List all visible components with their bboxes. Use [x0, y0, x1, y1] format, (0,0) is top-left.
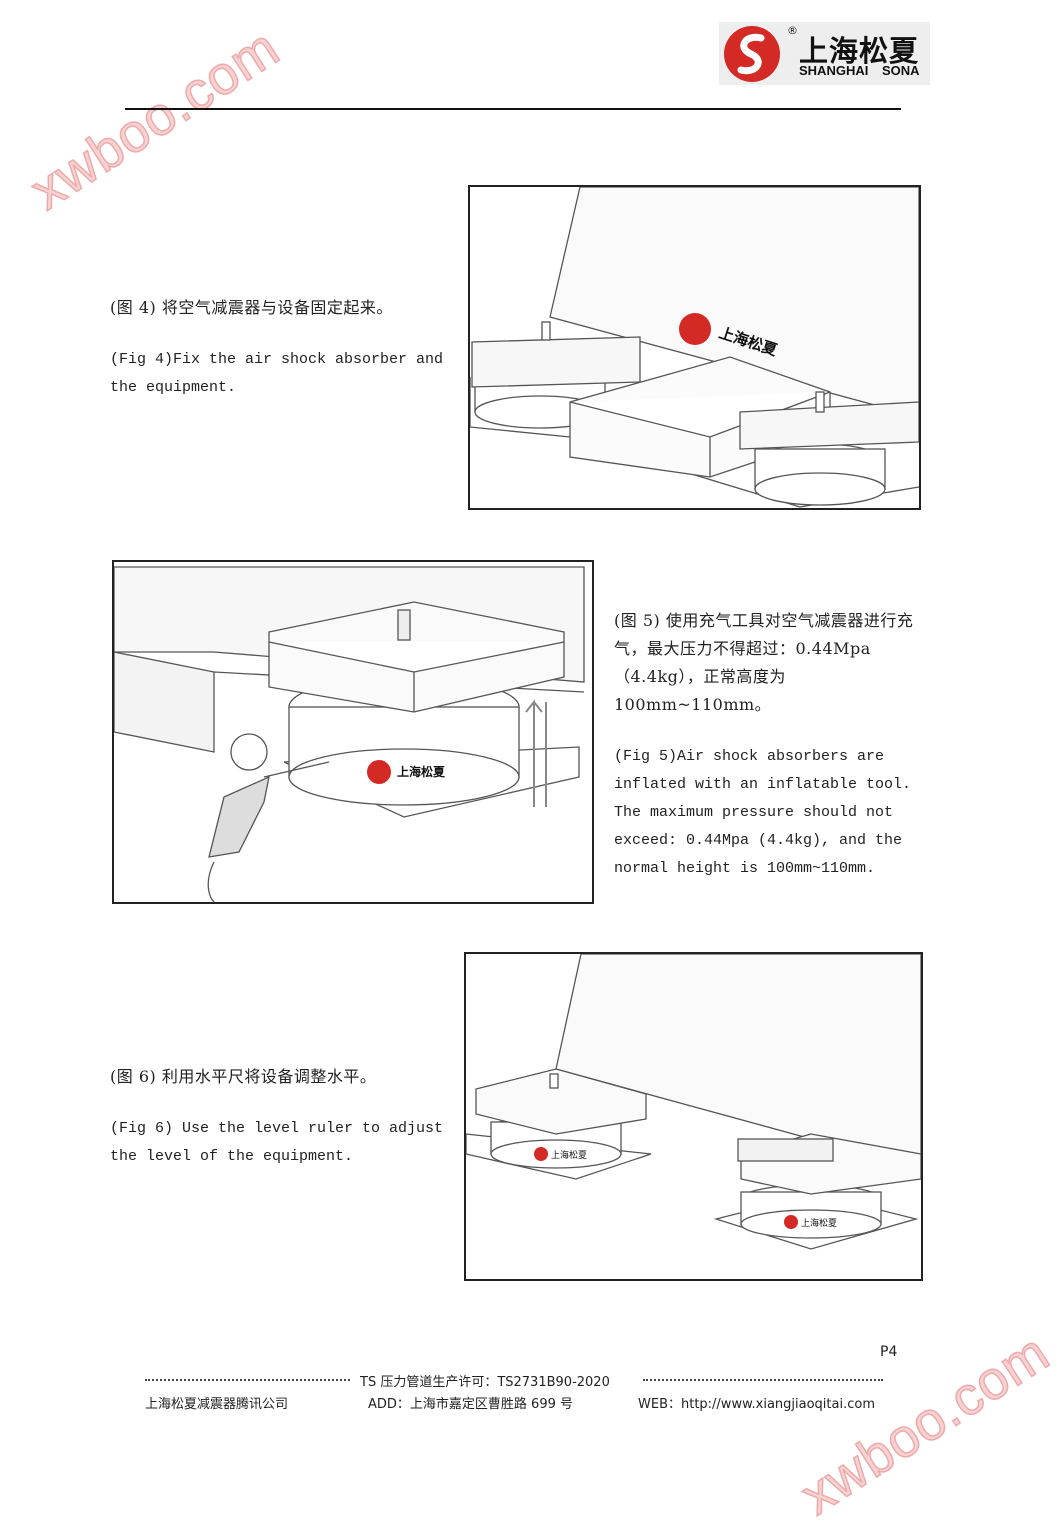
footer-company: 上海松夏减震器腾讯公司 [145, 1397, 289, 1412]
footer-license: TS 压力管道生产许可：TS2731B90-2020 [360, 1375, 610, 1390]
footer-dots-right [643, 1379, 883, 1381]
fig6-en: (Fig 6) Use the level ruler to adjust th… [110, 1120, 444, 1165]
fig4-en: (Fig 4)Fix the air shock absorber and th… [110, 351, 444, 396]
svg-text:上海松夏: 上海松夏 [397, 764, 446, 779]
logo-chinese: 上海松夏 [799, 34, 920, 68]
fig6-caption: (图 6) 利用水平尺将设备调整水平。 (Fig 6) Use the leve… [110, 1063, 450, 1195]
fig4-cn: (图 4) 将空气减震器与设备固定起来。 [110, 298, 393, 317]
logo-s-icon [724, 26, 780, 82]
fig6-illustration: 上海松夏 上海松夏 [464, 952, 923, 1281]
company-logo: ® 上海松夏 SHANGHAI SONA [719, 22, 930, 85]
fig5-cn: (图 5) 使用充气工具对空气减震器进行充气，最大压力不得超过：0.44Mpa … [614, 611, 914, 714]
footer-web[interactable]: WEB：http://www.xiangjiaoqitai.com [638, 1397, 875, 1412]
footer-dots-left [145, 1379, 350, 1381]
watermark-top: xwboo.com [20, 16, 291, 222]
watermark-bottom: xwboo.com [790, 1321, 1060, 1527]
fig5-en: (Fig 5)Air shock absorbers are inflated … [614, 748, 912, 877]
svg-text:上海松夏: 上海松夏 [551, 1149, 587, 1161]
fig6-cn: (图 6) 利用水平尺将设备调整水平。 [110, 1067, 377, 1086]
footer-address: ADD：上海市嘉定区曹胜路 699 号 [368, 1397, 573, 1412]
fig4-illustration: 上海松夏 [468, 185, 921, 510]
page-number: P4 [880, 1344, 898, 1360]
fig5-caption: (图 5) 使用充气工具对空气减震器进行充气，最大压力不得超过：0.44Mpa … [614, 607, 934, 907]
svg-text:上海松夏: 上海松夏 [801, 1217, 837, 1229]
fig5-illustration: 上海松夏 [112, 560, 594, 904]
registered-mark: ® [787, 24, 798, 37]
logo-english: SHANGHAI SONA [799, 63, 920, 78]
header-rule [125, 108, 901, 110]
fig4-caption: (图 4) 将空气减震器与设备固定起来。 (Fig 4)Fix the air … [110, 294, 450, 426]
